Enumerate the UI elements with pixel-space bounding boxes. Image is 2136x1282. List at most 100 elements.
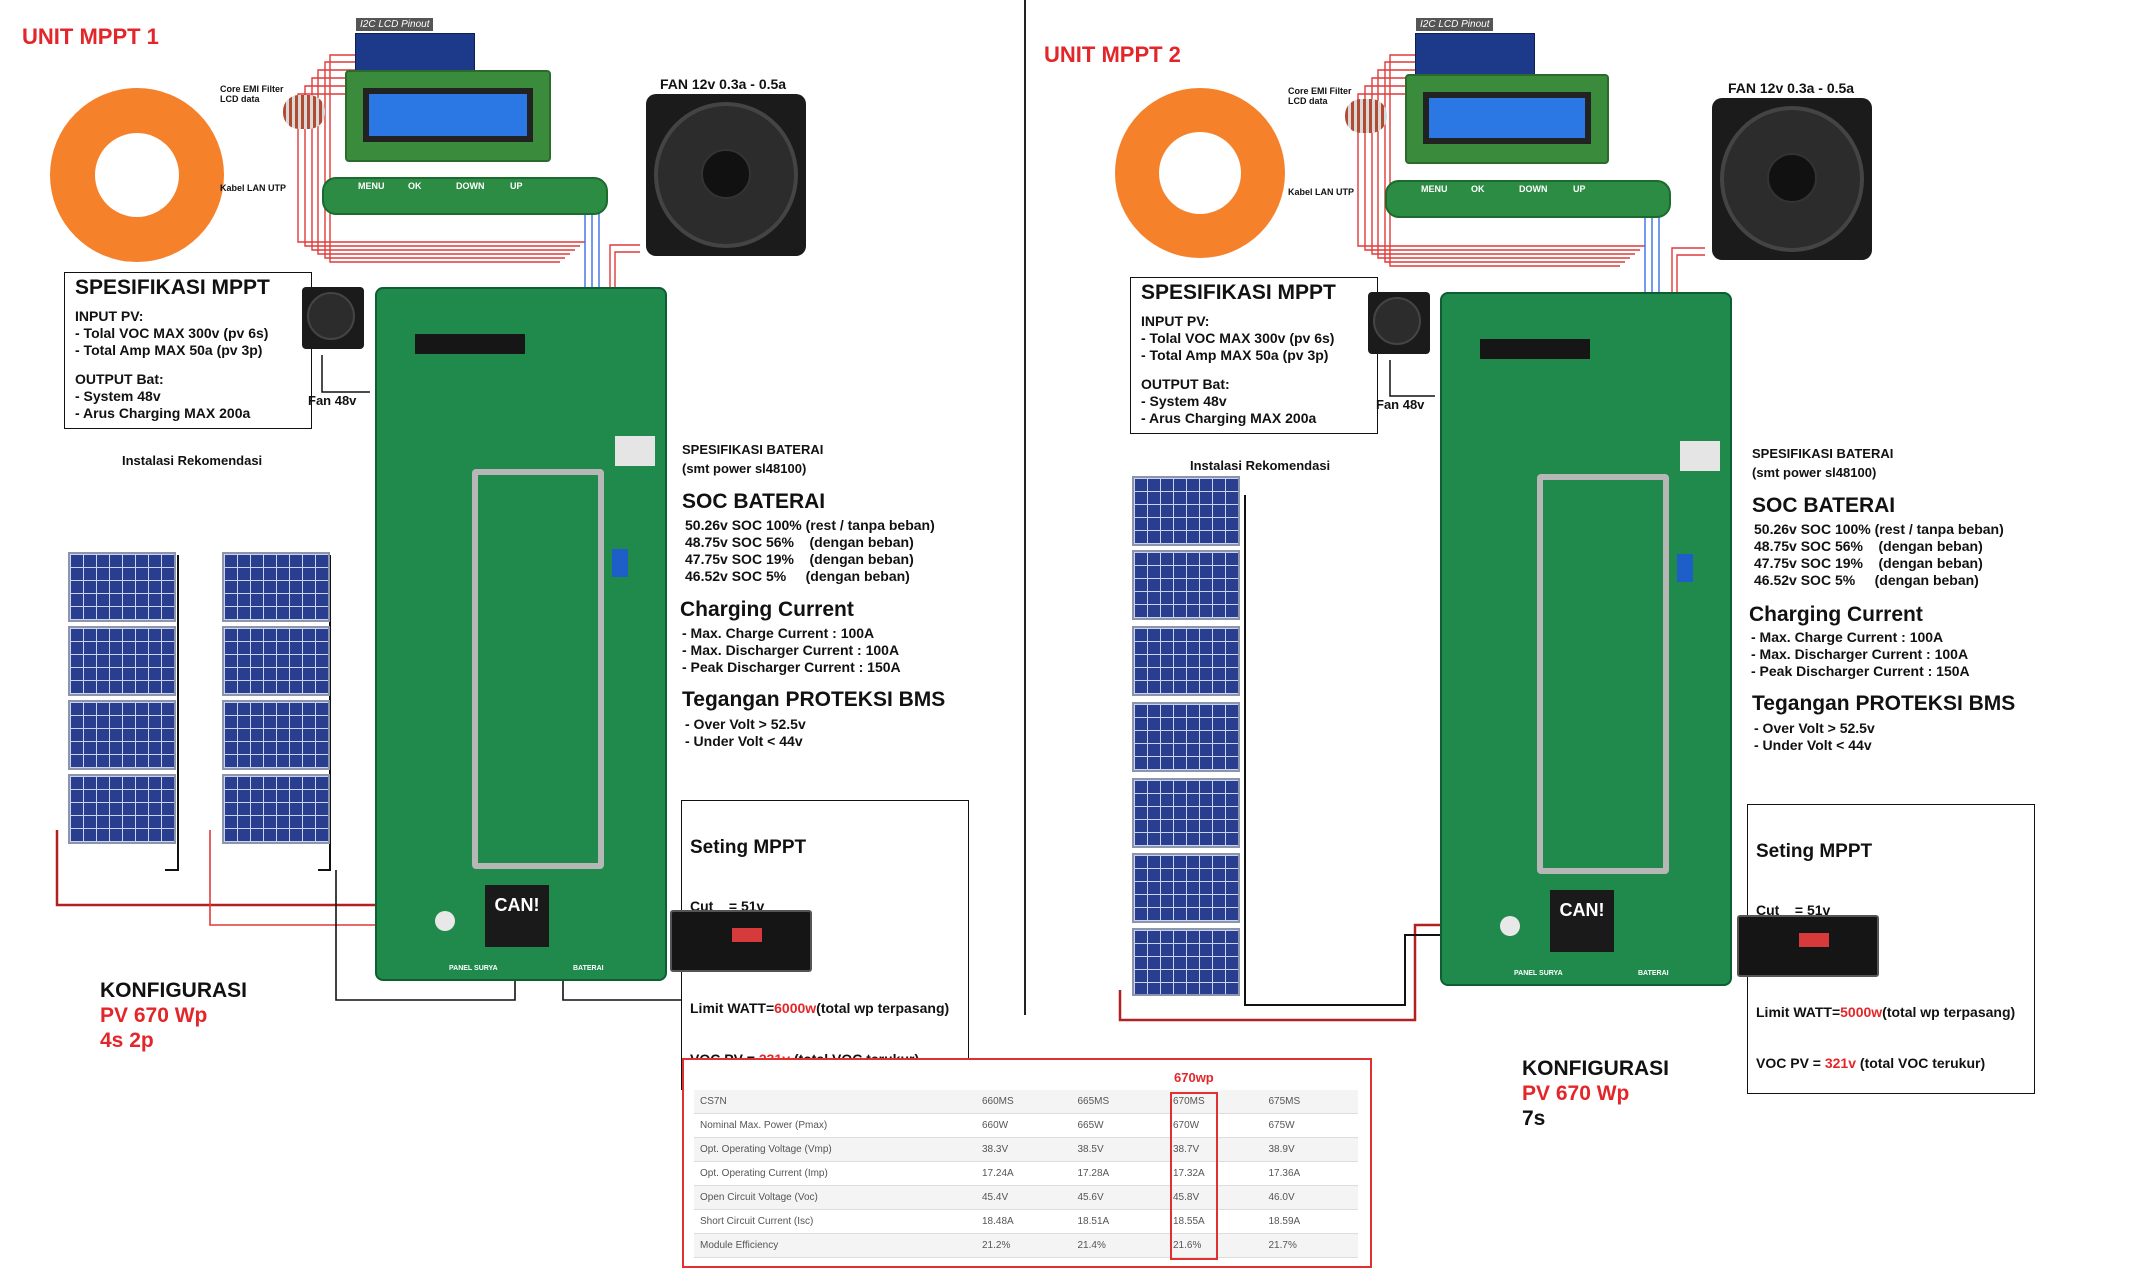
lcd-data-wires-unit2 xyxy=(1357,54,1645,267)
pv-panel xyxy=(1132,853,1240,923)
highlight-column-box xyxy=(1170,1092,1218,1260)
seting-title-unit1: Seting MPPT xyxy=(690,837,807,858)
battery-display xyxy=(1799,933,1829,947)
konfig-series-unit2: 7s xyxy=(1522,1107,1546,1130)
seting-limit: Limit WATT=6000w(total wp terpasang) xyxy=(690,1000,960,1017)
board-label-baterai: BATERAI xyxy=(573,965,604,972)
lcd-data-wires-unit1 xyxy=(297,54,585,263)
konfig-pv-unit2: PV 670 Wp xyxy=(1522,1082,1630,1105)
soc-title-unit1: SOC BATERAI xyxy=(682,490,826,513)
table-cell: 38.5V xyxy=(1071,1137,1167,1162)
table-cell: 660W xyxy=(976,1113,1072,1138)
fan-12v-unit2 xyxy=(1712,98,1872,260)
battery-display xyxy=(732,928,762,942)
pv-spec-table: CS7N 660MS 665MS 670MS 675MS Nominal Max… xyxy=(694,1090,1358,1258)
can-logo: CAN! xyxy=(485,885,549,947)
soc-line-4: 46.52v SOC 5% (dengan beban) xyxy=(1754,572,1979,588)
table-cell: Short Circuit Current (Isc) xyxy=(694,1209,976,1234)
fan48-ring xyxy=(307,292,355,340)
table-cell: 675MS xyxy=(1262,1090,1358,1114)
spec-box-unit2: SPESIFIKASI MPPT INPUT PV: - Tolal VOC M… xyxy=(1130,277,1378,434)
soc-line-3: 47.75v SOC 19% (dengan beban) xyxy=(685,551,914,567)
mcu-chip xyxy=(415,334,525,354)
table-cell: 675W xyxy=(1262,1113,1358,1138)
charging-line-2: - Max. Discharger Current : 100A xyxy=(1751,646,1969,662)
fan-48v-unit1 xyxy=(302,287,364,349)
mcu-chip xyxy=(1480,339,1590,359)
table-cell: 670W xyxy=(1167,1113,1263,1138)
heatsink-outline xyxy=(472,469,604,869)
terminal-blue xyxy=(612,549,628,577)
spec-input-line-1: - Tolal VOC MAX 300v (pv 6s) xyxy=(75,325,269,341)
table-cell: 18.48A xyxy=(976,1209,1072,1234)
spec-input-head: INPUT PV: xyxy=(1141,313,1210,329)
buzzer xyxy=(1500,916,1520,936)
table-cell: 38.7V xyxy=(1167,1137,1263,1162)
pv-panel xyxy=(68,626,176,696)
pv-panel xyxy=(222,774,330,844)
soc-line-3: 47.75v SOC 19% (dengan beban) xyxy=(1754,555,1983,571)
pv-spec-table-box: 670wp CS7N 660MS 665MS 670MS 675MS Nomin… xyxy=(682,1058,1372,1268)
fan12-label-unit2: FAN 12v 0.3a - 0.5a xyxy=(1728,80,1855,96)
konfig-unit2: KONFIGURASI PV 670 Wp 7s xyxy=(1522,1056,1669,1131)
bms-title-unit2: Tegangan PROTEKSI BMS xyxy=(1752,692,2016,715)
table-cell: Open Circuit Voltage (Voc) xyxy=(694,1185,976,1210)
charging-line-3: - Peak Discharger Current : 150A xyxy=(682,659,901,675)
bms-lines-unit1: - Over Volt > 52.5v - Under Volt < 44v xyxy=(685,716,806,750)
keypad-btn-up: UP xyxy=(510,181,523,191)
table-cell: 660MS xyxy=(976,1090,1072,1114)
table-cell: 17.28A xyxy=(1071,1161,1167,1186)
seting-limit-prefix: Limit WATT= xyxy=(1756,1004,1841,1020)
seting-limit-value: 6000w xyxy=(774,1000,817,1016)
table-cell: 45.4V xyxy=(976,1185,1072,1210)
table-cell: 17.24A xyxy=(976,1161,1072,1186)
emi-label-unit1: Core EMI Filter LCD data xyxy=(220,84,284,104)
spec-output-line-1: - System 48v xyxy=(75,388,161,404)
pv-panel xyxy=(68,774,176,844)
table-cell: 17.32A xyxy=(1167,1161,1263,1186)
battery-unit1 xyxy=(670,910,812,972)
bms-line-1: - Over Volt > 52.5v xyxy=(685,716,806,732)
charging-title-unit1: Charging Current xyxy=(680,598,854,621)
table-cell: Nominal Max. Power (Pmax) xyxy=(694,1113,976,1138)
keypad-btn-ok: OK xyxy=(1471,184,1485,194)
konfig-title-unit2: KONFIGURASI xyxy=(1522,1057,1669,1080)
instalasi-label-unit1: Instalasi Rekomendasi xyxy=(122,453,263,468)
charging-line-2: - Max. Discharger Current : 100A xyxy=(682,642,900,658)
table-cell: 17.36A xyxy=(1262,1161,1358,1186)
table-cell: Opt. Operating Current (Imp) xyxy=(694,1161,976,1186)
board-label-panel-surya: PANEL SURYA xyxy=(1514,970,1563,977)
spec-title-unit1: SPESIFIKASI MPPT xyxy=(75,276,270,299)
soc-line-2: 48.75v SOC 56% (dengan beban) xyxy=(1754,538,1983,554)
table-header-row: CS7N 660MS 665MS 670MS 675MS xyxy=(694,1090,1358,1114)
spec-output-line-1: - System 48v xyxy=(1141,393,1227,409)
keypad-btn-menu: MENU xyxy=(358,181,385,191)
lan-label-unit1: Kabel LAN UTP xyxy=(220,183,287,193)
seting-voc-prefix: VOC PV = xyxy=(1756,1055,1825,1071)
pv-panel xyxy=(1132,626,1240,696)
unit1-title: UNIT MPPT 1 xyxy=(22,24,159,49)
charging-lines-unit1: - Max. Charge Current : 100A - Max. Disc… xyxy=(682,625,901,676)
emi-label-unit2: Core EMI Filter LCD data xyxy=(1288,86,1352,106)
seting-voc: VOC PV = 321v (total VOC terukur) xyxy=(1756,1055,2026,1072)
i2c-module-unit2: I2C LCD Pinout xyxy=(1415,18,1535,77)
table-cell: Module Efficiency xyxy=(694,1233,976,1258)
spec-input-line-2: - Total Amp MAX 50a (pv 3p) xyxy=(75,342,263,358)
pv-panel xyxy=(1132,778,1240,848)
keypad-btn-down: DOWN xyxy=(456,181,485,191)
seting-limit-value: 5000w xyxy=(1840,1004,1883,1020)
keypad-unit2: MENU OK DOWN UP xyxy=(1385,180,1671,218)
i2c-module-unit1: I2C LCD Pinout xyxy=(355,18,475,75)
seting-limit-prefix: Limit WATT= xyxy=(690,1000,775,1016)
table-cell: 21.6% xyxy=(1167,1233,1263,1258)
table-cell: 670MS xyxy=(1167,1090,1263,1114)
fan-12v-unit1 xyxy=(646,94,806,256)
pv-panel xyxy=(222,700,330,770)
konfig-unit1: KONFIGURASI PV 670 Wp 4s 2p xyxy=(100,978,247,1053)
current-sensor xyxy=(615,436,655,466)
fan-hub xyxy=(701,149,751,199)
spec-input-line-1: - Tolal VOC MAX 300v (pv 6s) xyxy=(1141,330,1335,346)
soc-line-2: 48.75v SOC 56% (dengan beban) xyxy=(685,534,914,550)
charging-title-unit2: Charging Current xyxy=(1749,603,1923,626)
charging-line-1: - Max. Charge Current : 100A xyxy=(1751,629,1944,645)
